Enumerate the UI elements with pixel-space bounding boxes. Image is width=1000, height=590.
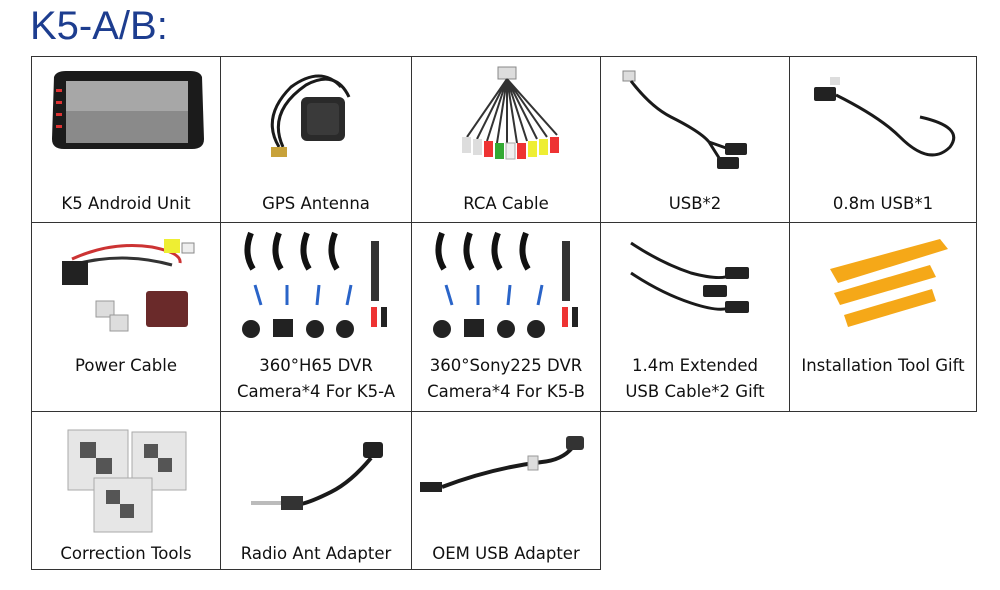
item-360-h65-camera: 360°H65 DVR Camera*4 For K5-A [220, 222, 412, 412]
item-installation-tool: Installation Tool Gift [789, 222, 977, 412]
item-label: 360°H65 DVR [259, 356, 373, 375]
item-label: 0.8m USB*1 [832, 194, 934, 213]
antenna-adapter-icon [251, 442, 383, 510]
item-label: 1.4m Extended [632, 356, 758, 375]
item-oem-usb-adapter: OEM USB Adapter [411, 411, 601, 570]
item-power-cable: Power Cable [31, 222, 221, 412]
item-correction-tools: Correction Tools [31, 411, 221, 570]
android-head-unit-icon [52, 71, 204, 149]
item-radio-ant-adapter: Radio Ant Adapter [220, 411, 412, 570]
item-gps-antenna: GPS Antenna [220, 56, 412, 223]
item-label: Radio Ant Adapter [240, 544, 392, 563]
usb-cable-icon [622, 70, 747, 169]
item-usb-2: USB*2 [600, 56, 790, 223]
item-label-line2: Camera*4 For K5-A [237, 382, 395, 401]
item-rca-cable: RCA Cable [411, 56, 601, 223]
usb-cable-icon [814, 77, 956, 157]
pry-tools-icon [830, 239, 948, 327]
power-harness-icon [62, 239, 195, 332]
item-label: OEM USB Adapter [432, 544, 580, 563]
calibration-mats-icon [67, 429, 187, 533]
item-label: Correction Tools [60, 544, 192, 563]
camera-kit-icon [433, 231, 578, 338]
item-08m-usb: 0.8m USB*1 [789, 56, 977, 223]
item-label-line2: USB Cable*2 Gift [625, 382, 765, 401]
item-k5-android-unit: K5 Android Unit [31, 56, 221, 223]
usb-extension-icon [630, 241, 749, 313]
item-label: GPS Antenna [262, 194, 370, 213]
item-label: RCA Cable [463, 194, 549, 213]
gps-antenna-icon [270, 74, 351, 157]
usb-adapter-icon [420, 436, 584, 492]
item-14m-usb-extension: 1.4m Extended USB Cable*2 Gift [600, 222, 790, 412]
item-label: Installation Tool Gift [801, 356, 965, 375]
item-label: 360°Sony225 DVR [429, 356, 583, 375]
item-label: Power Cable [75, 356, 177, 375]
item-label: K5 Android Unit [61, 194, 191, 213]
page-title: K5-A/B: [30, 4, 168, 48]
item-label-line2: Camera*4 For K5-B [427, 382, 585, 401]
item-360-sony225-camera: 360°Sony225 DVR Camera*4 For K5-B [411, 222, 601, 412]
camera-kit-icon [242, 231, 387, 338]
rca-cable-icon [462, 66, 559, 160]
item-label: USB*2 [668, 194, 722, 213]
